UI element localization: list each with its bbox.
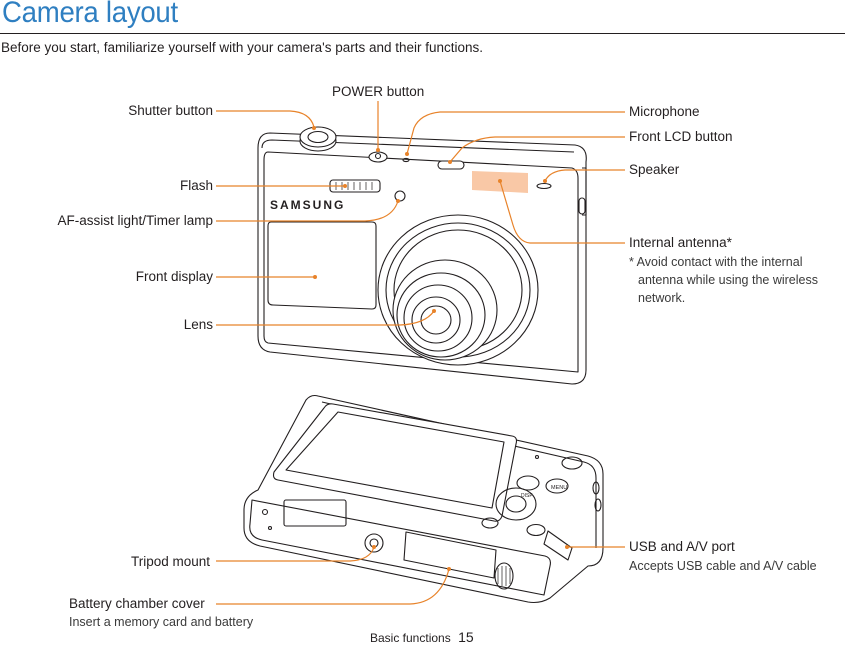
label-power-button: POWER button (332, 84, 425, 99)
label-front-display: Front display (135, 269, 213, 284)
label-shutter-button: Shutter button (128, 103, 213, 118)
callout-battery (216, 568, 450, 605)
page-number: 15 (458, 629, 474, 645)
callout-tripod (216, 546, 375, 562)
callout-antenna (499, 180, 625, 244)
label-speaker: Speaker (629, 162, 680, 177)
disp-button-label: DISP (521, 493, 533, 499)
label-usb-port: USB and A/V port (629, 539, 735, 554)
callout-speaker (544, 169, 625, 182)
callout-af-lamp (216, 200, 399, 222)
brand-logo: SAMSUNG (270, 198, 345, 212)
label-af-assist: AF-assist light/Timer lamp (57, 213, 213, 228)
label-lens: Lens (183, 317, 213, 332)
page-title: Camera layout (2, 0, 178, 29)
page-footer: Basic functions 15 (370, 629, 474, 645)
label-internal-antenna: Internal antenna* (629, 235, 732, 250)
callout-lens (216, 310, 435, 326)
title-divider (0, 33, 845, 34)
callout-front-lcd (449, 136, 625, 163)
page-subtitle: Before you start, familiarize yourself w… (1, 40, 484, 55)
label-front-lcd-button: Front LCD button (629, 129, 733, 144)
usb-port-description: Accepts USB cable and A/V cable (629, 559, 817, 573)
bottom-plate (249, 499, 551, 596)
label-tripod-mount: Tripod mount (130, 554, 210, 569)
footer-section: Basic functions (370, 631, 451, 645)
callout-microphone (406, 111, 625, 155)
battery-chamber-description: Insert a memory card and battery (69, 615, 254, 629)
callout-shutter (216, 110, 315, 128)
label-microphone: Microphone (629, 104, 700, 119)
camera-front-inner-edge (263, 151, 579, 373)
antenna-note-line-2: antenna while using the wireless (638, 273, 818, 287)
label-flash: Flash (179, 178, 213, 193)
af-lamp-shape (394, 190, 406, 202)
shutter-button-shape (299, 126, 337, 152)
menu-button-label: MENU (551, 485, 567, 491)
antenna-note-line-1: * Avoid contact with the internal (629, 255, 803, 269)
antenna-note-line-3: network. (638, 291, 686, 305)
lens-shape (411, 296, 461, 344)
battery-cover-shape (403, 531, 497, 579)
front-display-shape (267, 221, 377, 310)
label-battery-chamber: Battery chamber cover (69, 596, 205, 611)
tripod-mount-shape (364, 533, 384, 553)
